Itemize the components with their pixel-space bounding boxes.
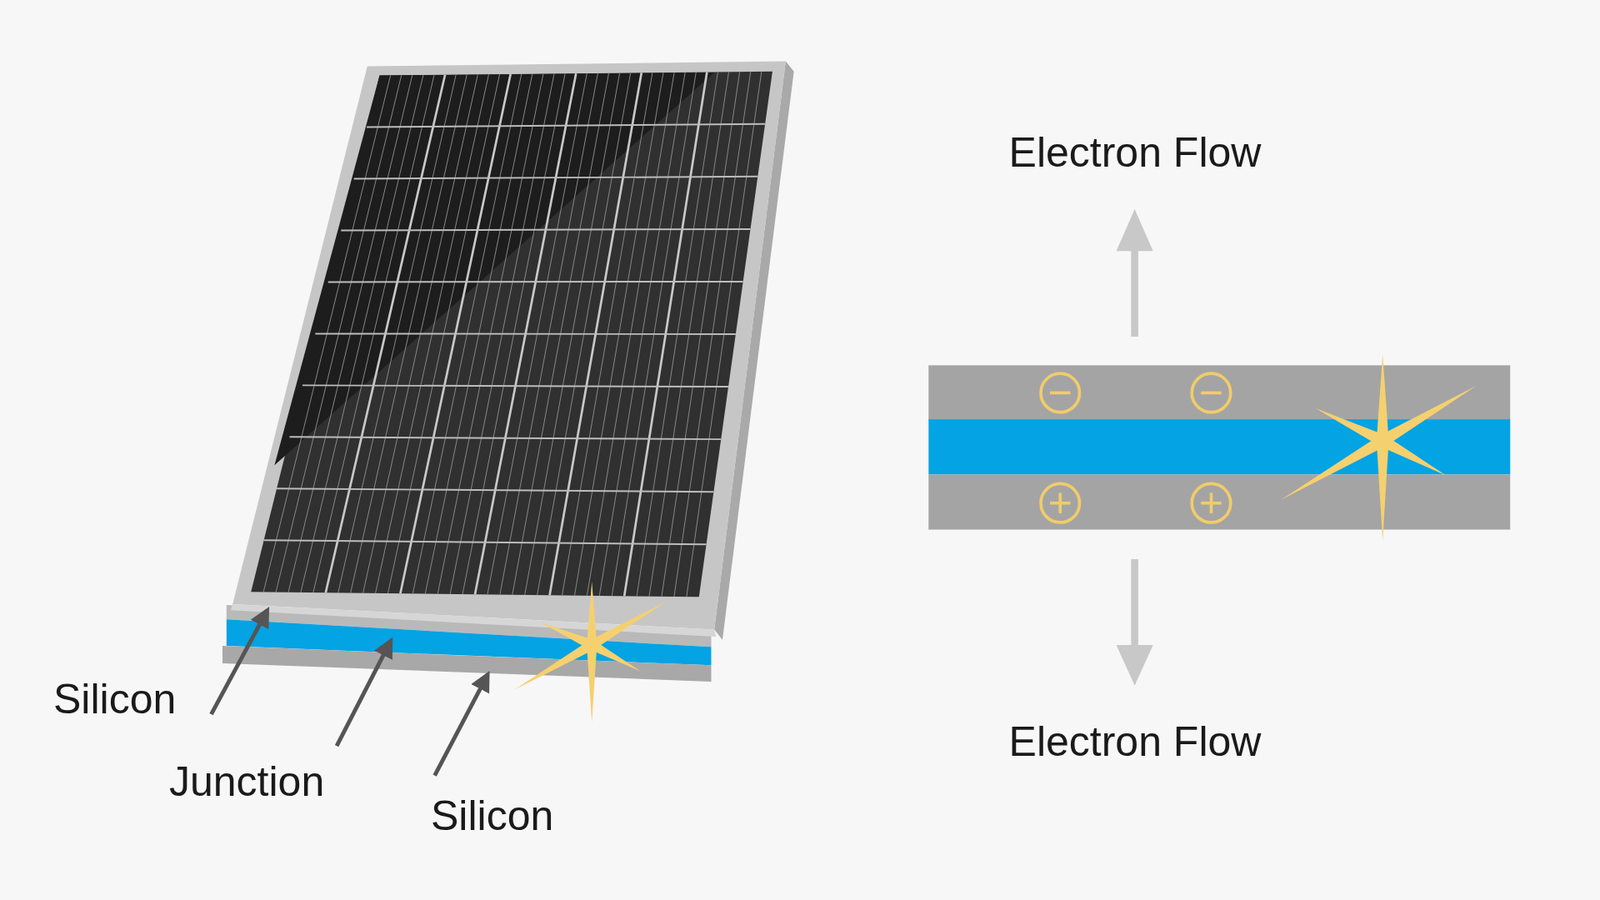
- sparkle-ray: [1376, 354, 1390, 441]
- sparkle-ray: [586, 645, 597, 723]
- sparkle-ray: [1376, 440, 1390, 541]
- cell-line: [276, 488, 714, 492]
- cell-line: [328, 280, 744, 283]
- cell-shade: [274, 72, 715, 465]
- charge-symbols: [1040, 373, 1231, 523]
- light-sparkle: [514, 581, 665, 723]
- cell-line: [315, 332, 735, 335]
- sparkle-ray: [1380, 435, 1446, 476]
- flow-arrow: [1130, 245, 1139, 337]
- sparkle-ray: [589, 640, 641, 671]
- silicon-layer: [928, 365, 1510, 420]
- sparkle-ray: [589, 601, 665, 650]
- sparkle-ray: [586, 581, 597, 645]
- sparkle-ray: [1280, 435, 1386, 500]
- cell-line: [354, 176, 759, 180]
- cell-area: [250, 71, 773, 598]
- cell-grid: [263, 71, 765, 597]
- sparkle-ray: [1379, 385, 1476, 446]
- part-label: Silicon: [53, 675, 176, 725]
- junction-layer: [928, 419, 1510, 475]
- silicon-layer: [222, 645, 712, 682]
- cell-line: [264, 540, 707, 545]
- light-sparkle: [1280, 354, 1477, 541]
- part-label: Silicon: [430, 792, 554, 841]
- cell-line: [302, 385, 729, 387]
- panel-frame-edge: [230, 604, 717, 637]
- sparkle-ray: [540, 622, 595, 650]
- leader-arrow: [210, 610, 267, 715]
- cell-line: [366, 124, 765, 128]
- leader-arrow: [435, 674, 489, 775]
- cell-line: [290, 436, 722, 440]
- flow-label: Electron Flow: [1009, 129, 1262, 178]
- flow-arrow-head: [1116, 645, 1154, 686]
- silicon-layer: [928, 474, 1510, 530]
- flow-arrow-head: [1116, 209, 1154, 251]
- flow-arrow: [1130, 559, 1139, 651]
- panel-frame: [232, 60, 786, 630]
- cell-line: [340, 229, 750, 231]
- flow-label: Electron Flow: [1009, 718, 1262, 767]
- leader-arrow: [336, 640, 391, 746]
- sparkle-ray: [1315, 408, 1385, 447]
- sparkle-ray: [514, 640, 595, 690]
- part-label: Junction: [169, 758, 325, 807]
